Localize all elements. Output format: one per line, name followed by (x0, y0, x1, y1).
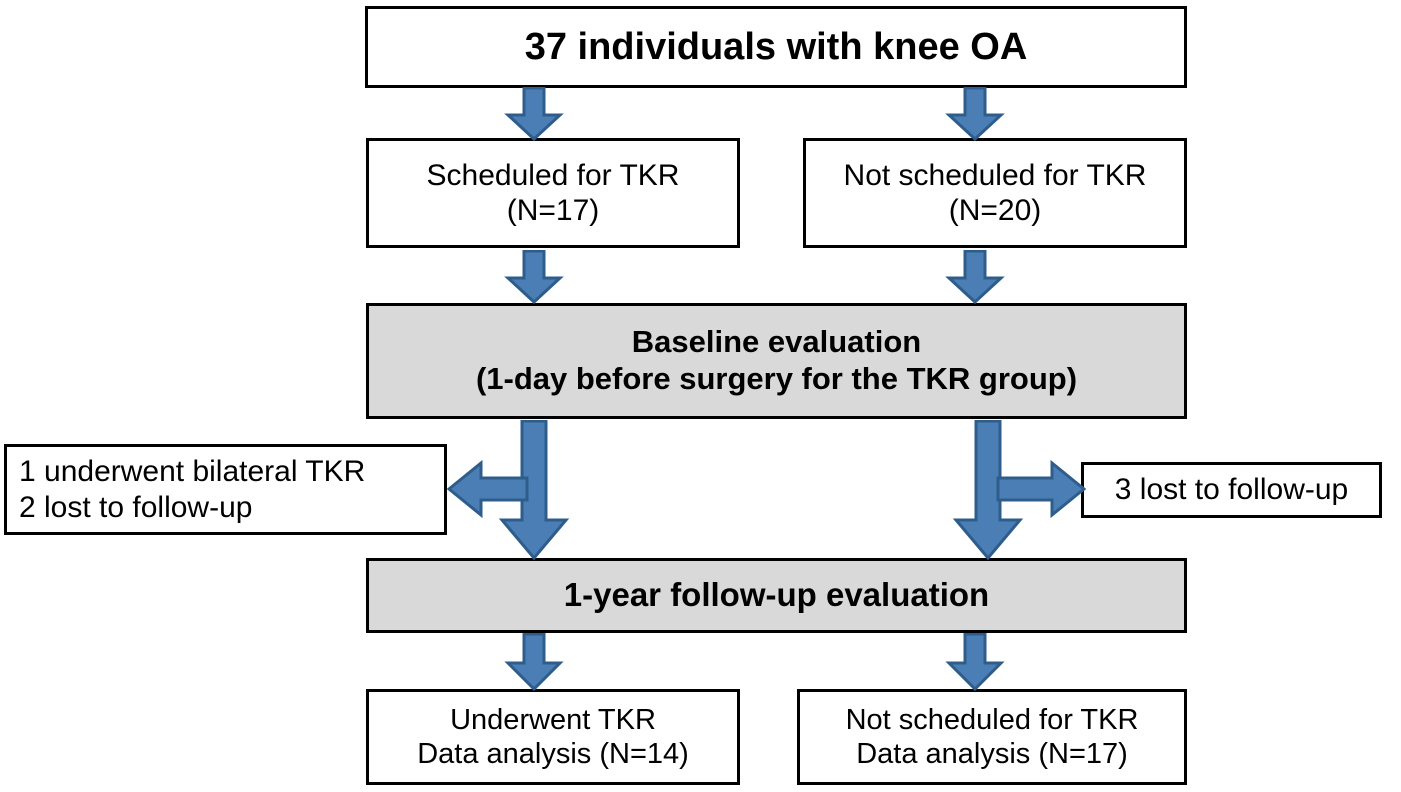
arrow-dropout-right-icon (996, 458, 1086, 520)
arrow-total-to-scheduled-icon (502, 87, 566, 141)
control-group-dropouts-line-1: 3 lost to follow-up (1114, 473, 1349, 507)
scheduled-for-tkr-line-1: Scheduled for TKR (426, 158, 680, 192)
arrow-baseline-to-followup-left-icon (496, 420, 572, 560)
tkr-data-analysis-line-2: Data analysis (N=14) (417, 738, 689, 770)
tkr-data-analysis-line-1: Underwent TKR (450, 703, 656, 736)
tkr-group-dropouts-box: 1 underwent bilateral TKR 2 lost to foll… (4, 444, 447, 535)
baseline-evaluation-box: Baseline evaluation (1-day before surger… (366, 303, 1187, 419)
one-year-followup-line-1: 1-year follow-up evaluation (563, 576, 990, 614)
control-group-dropouts-box: 3 lost to follow-up (1081, 462, 1382, 518)
control-data-analysis-box: Not scheduled for TKR Data analysis (N=1… (797, 689, 1187, 785)
control-data-analysis-line-2: Data analysis (N=17) (856, 738, 1128, 770)
one-year-followup-box: 1-year follow-up evaluation (366, 558, 1187, 633)
total-enrolled-box: 37 individuals with knee OA (365, 6, 1187, 88)
not-scheduled-for-tkr-line-2: (N=20) (948, 194, 1042, 227)
arrow-scheduled-to-baseline-icon (502, 250, 566, 304)
tkr-group-dropouts-line-1: 1 underwent bilateral TKR (19, 455, 366, 489)
control-data-analysis-line-1: Not scheduled for TKR (845, 703, 1139, 736)
arrow-not-scheduled-to-baseline-icon (943, 250, 1007, 304)
tkr-data-analysis-box: Underwent TKR Data analysis (N=14) (366, 689, 740, 785)
scheduled-for-tkr-line-2: (N=17) (506, 194, 600, 227)
total-enrolled-line-1: 37 individuals with knee OA (524, 25, 1028, 68)
not-scheduled-for-tkr-line-1: Not scheduled for TKR (843, 158, 1147, 192)
not-scheduled-for-tkr-box: Not scheduled for TKR (N=20) (803, 138, 1187, 248)
arrow-dropout-left-icon (447, 458, 529, 520)
scheduled-for-tkr-box: Scheduled for TKR (N=17) (366, 138, 740, 248)
arrow-followup-to-analysis-control-icon (943, 633, 1007, 691)
baseline-evaluation-line-2: (1-day before surgery for the TKR group) (475, 361, 1078, 396)
arrow-followup-to-analysis-tkr-icon (502, 633, 566, 691)
arrow-baseline-to-followup-right-icon (950, 420, 1026, 560)
baseline-evaluation-line-1: Baseline evaluation (631, 324, 922, 360)
tkr-group-dropouts-line-2: 2 lost to follow-up (19, 490, 253, 524)
arrow-total-to-not-scheduled-icon (943, 87, 1007, 141)
